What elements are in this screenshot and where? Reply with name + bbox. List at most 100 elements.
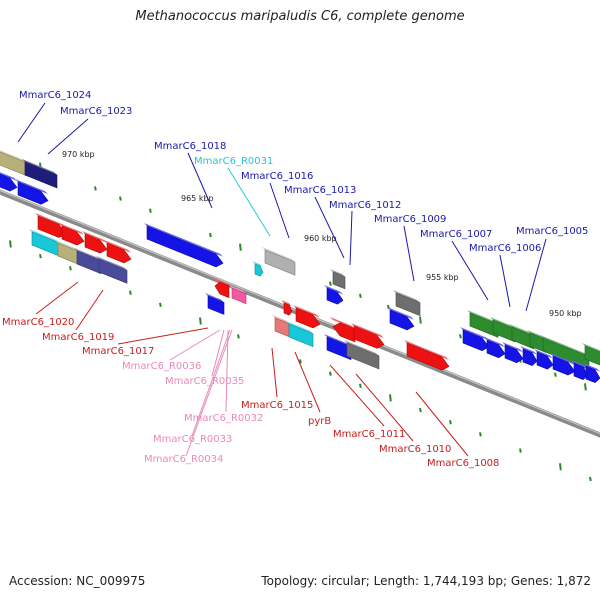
scale-tick	[94, 186, 97, 191]
gene-label-mmarc6-1009: MmarC6_1009	[374, 214, 446, 225]
gene-label-mmarc6-1010: MmarC6_1010	[379, 444, 451, 455]
gene-feature-body	[511, 326, 535, 350]
gene-feature-bevel	[330, 317, 355, 329]
scale-label-960: 960 kbp	[304, 234, 337, 243]
gene-feature-body	[283, 302, 293, 316]
callout-line	[314, 196, 345, 259]
genome-summary: Topology: circular; Length: 1,744,193 bp…	[261, 574, 591, 588]
gene-feature-body	[214, 281, 230, 299]
gene-feature	[344, 340, 380, 370]
gene-label-mmarc6-1015: MmarC6_1015	[241, 400, 313, 411]
gene-feature	[351, 323, 385, 349]
gene-feature	[212, 277, 230, 299]
gene-feature	[262, 247, 296, 276]
gene-feature-body	[469, 312, 499, 338]
gene-feature-body	[326, 336, 352, 361]
gene-feature-body	[504, 344, 524, 364]
gene-feature	[286, 321, 314, 348]
gene-feature-bevel	[540, 335, 589, 357]
scale-tick	[129, 290, 132, 295]
gene-label-mmarc6-1020: MmarC6_1020	[2, 317, 74, 328]
gene-labels-bottom: MmarC6_1020 MmarC6_1019 MmarC6_1017 Mmar…	[2, 317, 499, 469]
callout-line	[47, 118, 89, 155]
callout-line	[355, 373, 414, 442]
gene-feature	[550, 353, 576, 376]
gene-feature-body	[492, 319, 516, 343]
gene-feature	[467, 310, 499, 338]
gene-feature-bevel	[344, 340, 379, 356]
gene-feature-body	[288, 323, 314, 348]
gene-feature-bevel	[0, 172, 17, 181]
gene-feature-body	[76, 250, 102, 275]
gene-feature	[571, 360, 589, 381]
scale-tick	[239, 243, 242, 251]
gene-feature-bevel	[520, 346, 537, 355]
map-title: Methanococcus maripaludis C6, complete g…	[135, 9, 465, 24]
gene-feature	[387, 307, 415, 331]
gene-feature	[324, 285, 344, 305]
callout-line	[227, 167, 271, 237]
scale-tick	[149, 208, 152, 213]
callout-line	[269, 182, 290, 239]
gene-feature-bevel	[324, 334, 351, 347]
gene-feature-bevel	[583, 363, 600, 372]
gene-label-mmarc6-1019: MmarC6_1019	[42, 332, 114, 343]
gene-feature	[0, 172, 18, 192]
scale-tick	[584, 383, 587, 391]
gene-feature-body	[231, 287, 247, 305]
callout-line	[187, 152, 213, 209]
gene-feature-bevel	[404, 340, 449, 361]
callout-line	[169, 329, 221, 361]
callout-line	[191, 329, 231, 437]
gene-feature	[502, 342, 524, 364]
gene-feature-bevel	[281, 300, 292, 307]
gene-feature	[330, 269, 346, 290]
callout-line	[294, 351, 321, 413]
scale-label-955: 955 kbp	[426, 273, 459, 282]
callout-line	[185, 329, 233, 457]
gene-feature-body	[395, 292, 421, 317]
scale-tick	[237, 334, 240, 339]
callout-line	[415, 391, 469, 457]
gene-feature-bevel	[229, 285, 246, 294]
gene-feature-bevel	[550, 353, 575, 365]
gene-feature-bevel	[29, 229, 60, 244]
gene-feature	[582, 343, 600, 366]
gene-feature-bevel	[59, 223, 84, 235]
gene-label-mmarc6-1005: MmarC6_1005	[516, 226, 588, 237]
gene-feature-body	[24, 161, 58, 189]
callout-line	[451, 240, 489, 301]
scale-tick	[159, 302, 162, 307]
scale-tick	[299, 359, 302, 364]
gene-feature-body	[0, 173, 18, 192]
gene-feature-bevel	[490, 317, 515, 329]
callout-line	[211, 329, 225, 377]
gene-feature-bevel	[393, 290, 420, 303]
gene-feature-body	[573, 362, 589, 381]
gene-label-mmarc6-1016: MmarC6_1016	[241, 171, 313, 182]
callout-line	[499, 254, 511, 308]
gene-feature	[484, 337, 506, 359]
gene-feature-bevel	[96, 256, 127, 271]
gene-feature-bevel	[0, 150, 27, 163]
gene-feature-bevel	[330, 269, 345, 277]
gene-labels-top: MmarC6_1024 MmarC6_1023 MmarC6_1018 Mmar…	[19, 90, 588, 254]
scale-tick	[419, 316, 422, 324]
gene-feature-bevel	[286, 321, 313, 334]
gene-feature	[15, 179, 49, 205]
callout-line	[75, 289, 104, 331]
gene-label-mmarc6-r0032: MmarC6_R0032	[184, 413, 263, 424]
gene-feature-bevel	[104, 240, 131, 253]
gene-feature	[229, 285, 247, 305]
scale-tick	[359, 383, 362, 388]
gene-feature-bevel	[324, 285, 343, 295]
gene-feature	[82, 231, 108, 254]
gene-feature-body	[353, 325, 385, 349]
scale-tick	[329, 371, 332, 376]
gene-feature-bevel	[534, 349, 553, 359]
gene-feature-bevel	[460, 327, 489, 341]
gene-label-mmarc6-r0036: MmarC6_R0036	[122, 361, 201, 372]
scale-label-970: 970 kbp	[62, 150, 95, 159]
callout-line	[225, 329, 229, 413]
